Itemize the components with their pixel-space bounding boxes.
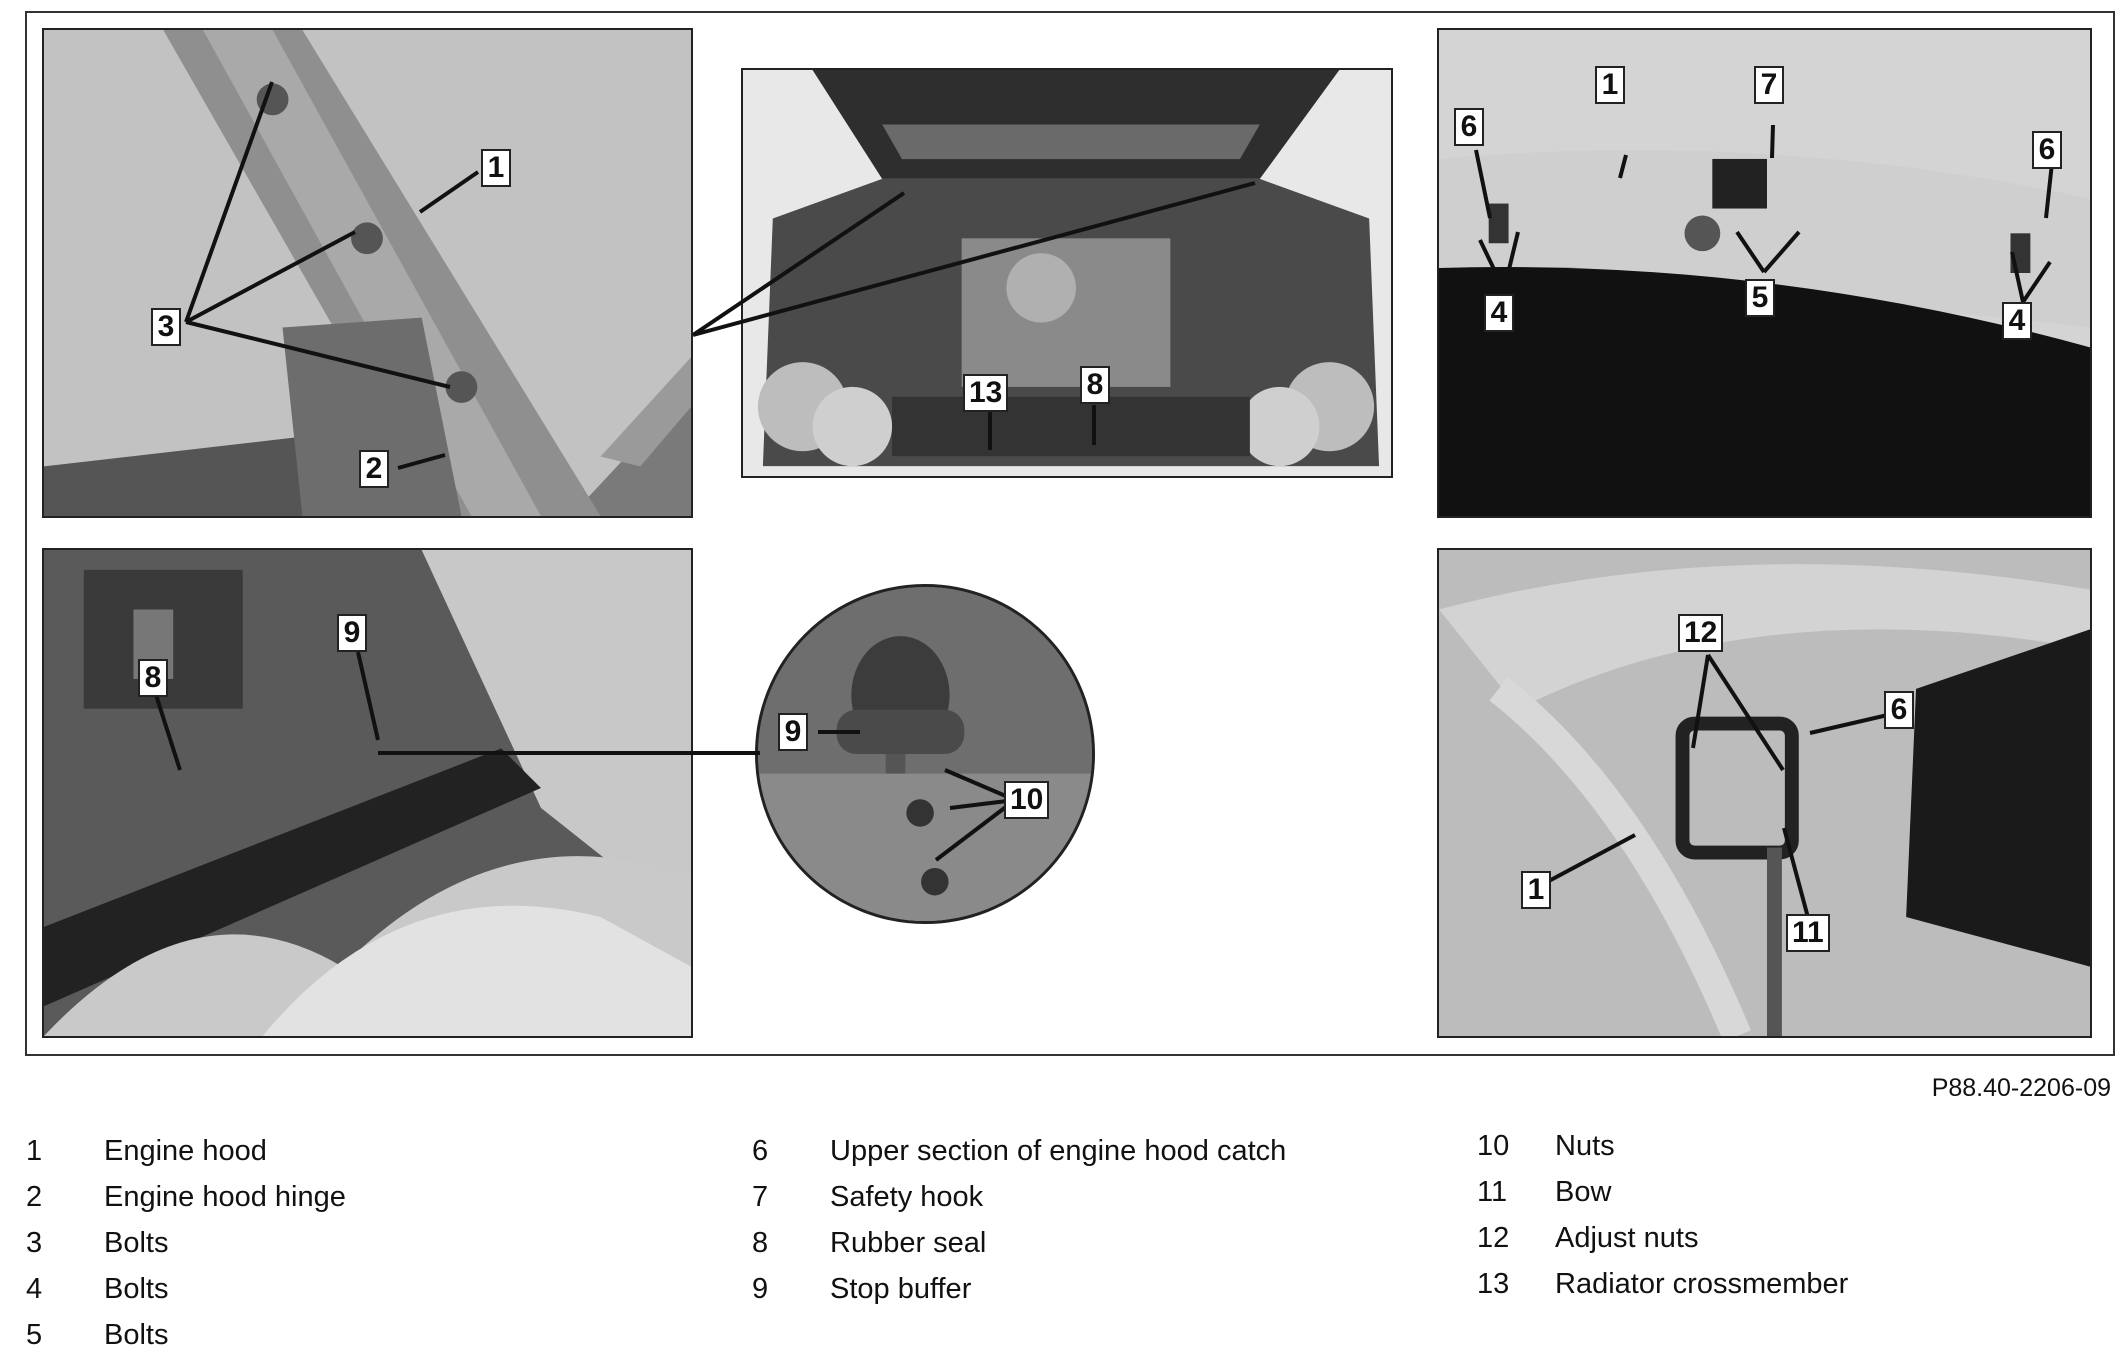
legend-number: 1 (26, 1135, 43, 1167)
legend-item: 13 Radiator crossmember (1477, 1268, 1848, 1314)
legend-item: 12 Adjust nuts (1477, 1222, 1848, 1268)
legend-number: 6 (752, 1135, 769, 1167)
legend-label: Engine hood (104, 1135, 267, 1167)
callout-radiator-crossmember: 13 (963, 374, 1009, 412)
callout-safety-hook: 7 (1754, 66, 1784, 104)
legend-number: 4 (26, 1273, 43, 1305)
legend-label: Radiator crossmember (1555, 1268, 1849, 1300)
callout-catch-upper: 6 (1884, 691, 1914, 729)
legend-item: 10 Nuts (1477, 1130, 1848, 1176)
legend-item: 11 Bow (1477, 1176, 1848, 1222)
legend-item: 2 Engine hood hinge (26, 1181, 346, 1227)
legend-item: 3 Bolts (26, 1227, 346, 1273)
callout-stop-buffer: 9 (778, 713, 808, 751)
callout-bolts: 3 (151, 308, 181, 346)
legend-item: 8 Rubber seal (752, 1227, 1286, 1273)
photo-detail-circle (755, 584, 1095, 924)
callout-bow: 11 (1786, 914, 1830, 952)
callout-hood: 1 (481, 149, 511, 187)
legend-number: 5 (26, 1319, 43, 1351)
legend-label: Adjust nuts (1555, 1222, 1699, 1254)
legend-item: 6 Upper section of engine hood catch (752, 1135, 1286, 1181)
callout-bolts-center: 5 (1745, 279, 1775, 317)
photo-rubber-seal (42, 548, 693, 1038)
legend-number: 13 (1477, 1268, 1510, 1300)
catch-bottom-illustration (1439, 550, 2090, 1036)
legend-column-2: 6 Upper section of engine hood catch 7 Saf… (752, 1135, 1286, 1319)
callout-stop-buffer: 9 (337, 614, 367, 652)
legend-label: Bolts (104, 1227, 169, 1259)
legend-item: 7 Safety hook (752, 1181, 1286, 1227)
stop-buffer-detail-illustration (758, 587, 1092, 921)
legend-item: 1 Engine hood (26, 1135, 346, 1181)
photo-catch-top (1437, 28, 2092, 518)
legend-column-3: 10 Nuts 11 Bow 12 Adjust nuts 13 Radiator cr… (1477, 1130, 1848, 1314)
legend-number: 2 (26, 1181, 43, 1213)
figure-id: P88.40-2206-09 (1931, 1074, 2111, 1102)
callout-rubber-seal: 8 (138, 659, 168, 697)
legend-item: 9 Stop buffer (752, 1273, 1286, 1319)
callout-catch-upper-left: 6 (1454, 108, 1484, 146)
hood-hinge-illustration (44, 30, 691, 516)
catch-top-illustration (1439, 30, 2090, 516)
legend-item: 4 Bolts (26, 1273, 346, 1319)
rubber-seal-illustration (44, 550, 691, 1036)
photo-engine-bay (741, 68, 1393, 478)
callout-bolts-right: 4 (2002, 302, 2032, 340)
callout-hood: 1 (1595, 66, 1625, 104)
engine-bay-illustration (743, 70, 1391, 476)
legend-label: Bolts (104, 1273, 169, 1305)
legend-label: Safety hook (830, 1181, 984, 1213)
photo-catch-bottom (1437, 548, 2092, 1038)
legend-label: Rubber seal (830, 1227, 987, 1259)
legend-number: 3 (26, 1227, 43, 1259)
callout-hinge: 2 (359, 450, 389, 488)
legend-label: Nuts (1555, 1130, 1615, 1162)
callout-hood: 1 (1521, 871, 1551, 909)
callout-nuts: 10 (1004, 781, 1050, 819)
callout-rubber-seal: 8 (1080, 366, 1110, 404)
legend-number: 12 (1477, 1222, 1510, 1254)
callout-adjust-nuts: 12 (1678, 614, 1724, 652)
legend-label: Bolts (104, 1319, 169, 1351)
figure-frame (25, 11, 2115, 1056)
legend-label: Engine hood hinge (104, 1181, 346, 1213)
legend-item: 5 Bolts (26, 1319, 346, 1365)
callout-catch-upper-right: 6 (2032, 131, 2062, 169)
legend-number: 8 (752, 1227, 769, 1259)
photo-hood-hinge (42, 28, 693, 518)
legend-label: Upper section of engine hood catch (830, 1135, 1287, 1167)
callout-bolts-left: 4 (1484, 294, 1514, 332)
legend-label: Stop buffer (830, 1273, 972, 1305)
legend-number: 9 (752, 1273, 769, 1305)
legend-number: 11 (1477, 1176, 1508, 1208)
legend-label: Bow (1555, 1176, 1612, 1208)
legend-number: 7 (752, 1181, 769, 1213)
legend-number: 10 (1477, 1130, 1510, 1162)
